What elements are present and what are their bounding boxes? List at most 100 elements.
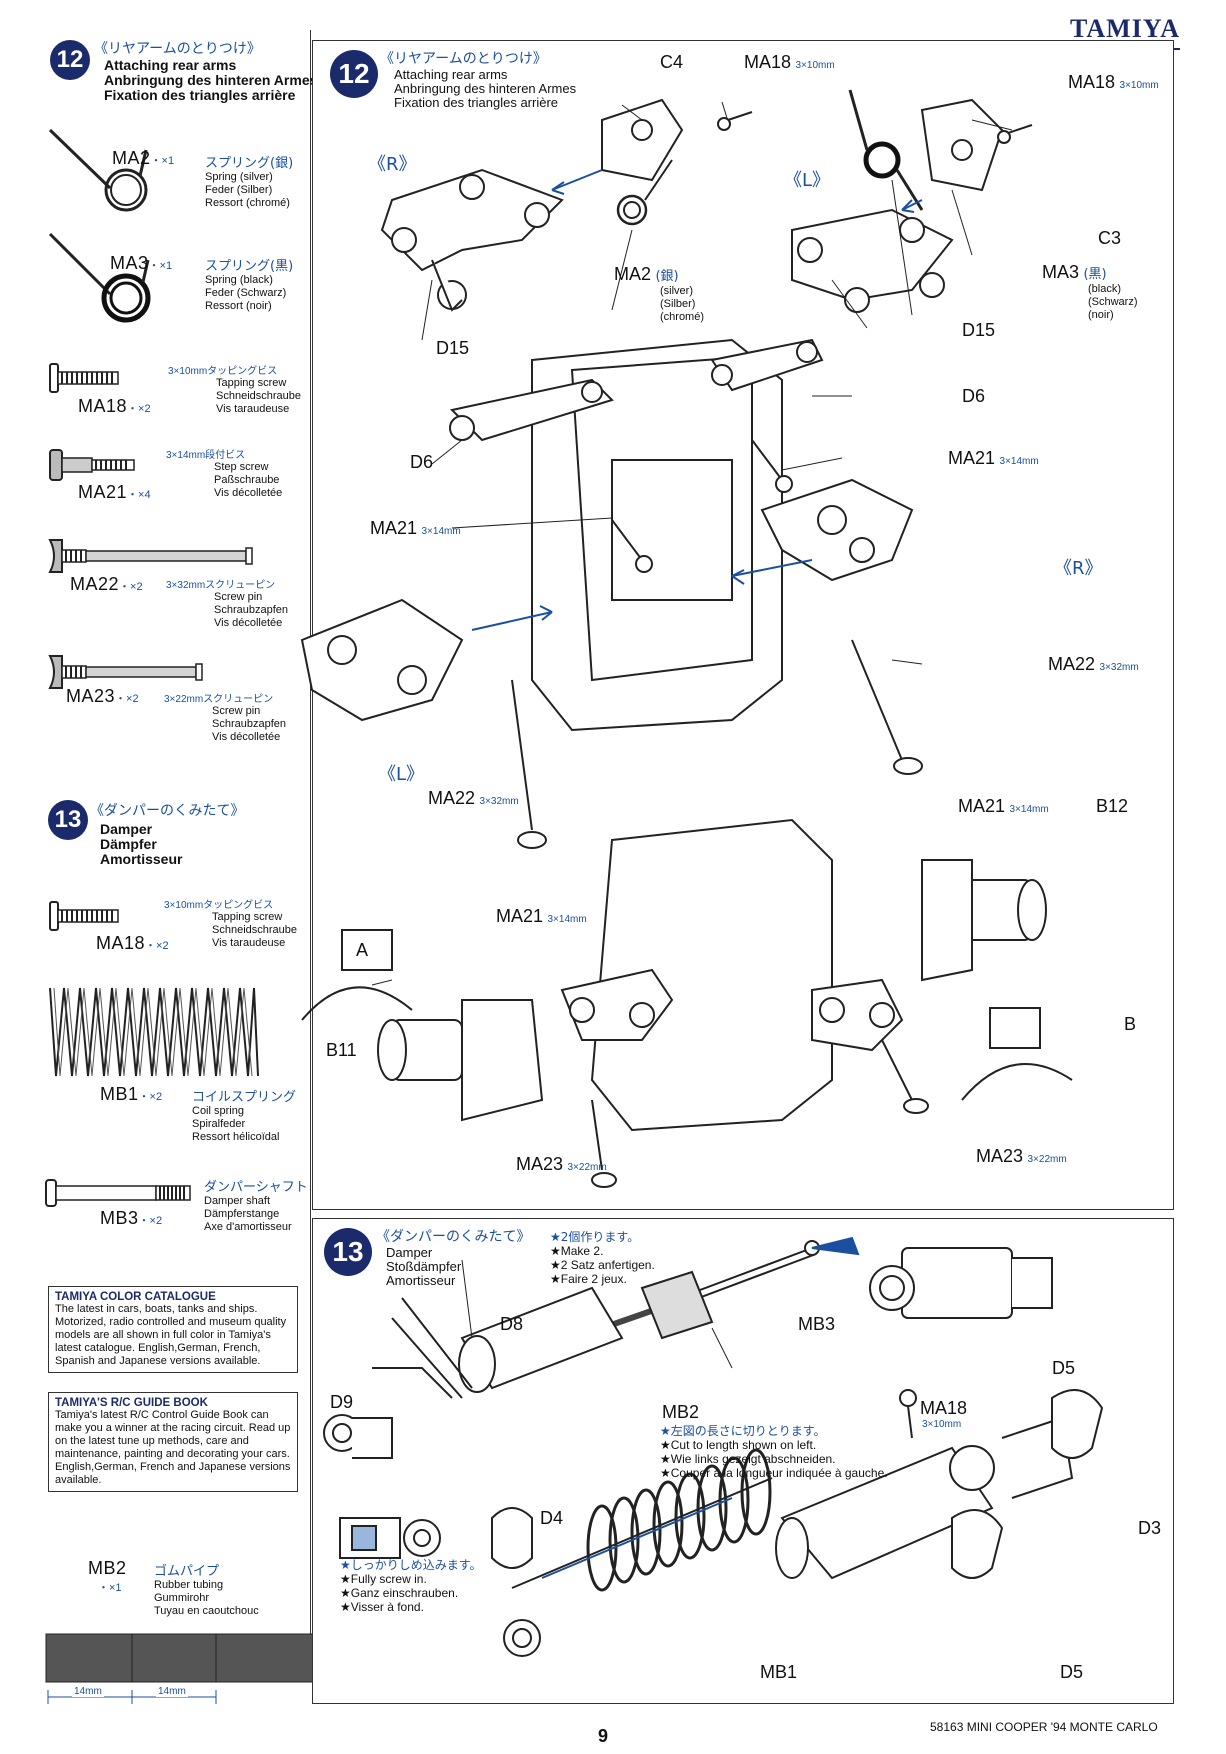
- label-ma22-right: MA22 3×32mm: [1048, 654, 1139, 675]
- make-two-note: ★2個作ります。 ★Make 2. ★2 Satz anfertigen. ★F…: [550, 1230, 655, 1286]
- label-c4: C4: [660, 52, 684, 72]
- note-de: ★2 Satz anfertigen.: [550, 1258, 655, 1272]
- spring-silver-icon: [48, 128, 148, 212]
- part-mb3: MB3・×2: [100, 1208, 162, 1229]
- panel-12-en: Attaching rear arms: [394, 67, 508, 82]
- coil-spring-icon: [49, 987, 259, 1077]
- part-desc-de: Schneidschraube: [212, 924, 298, 936]
- part-jp: ダンパーシャフト: [204, 1180, 308, 1195]
- step-12-number: 12: [50, 40, 90, 80]
- note-de: ★Wie links gezeigt abschneiden.: [660, 1452, 836, 1466]
- note-jp: ★2個作ります。: [550, 1230, 640, 1244]
- part-code: MA18: [78, 396, 128, 416]
- part-desc-fr: (noir): [1088, 309, 1114, 321]
- part-ma2-desc: スプリング(銀) Spring (silver) Feder (Silber) …: [205, 152, 293, 210]
- part-spec: 3×22mm: [1027, 1154, 1067, 1165]
- label-ma18-right: MA18 3×10mm: [1068, 72, 1159, 93]
- panel-12-de: Anbringung des hinteren Armes: [394, 81, 577, 96]
- part-desc-en: Spring (black): [205, 274, 273, 286]
- part-desc-fr: Vis décolletée: [212, 731, 281, 743]
- note-jp: ★しっかりしめ込みます。: [340, 1558, 482, 1572]
- part-jp: 3×10mmタッピングビス: [164, 900, 274, 911]
- part-spec: 3×22mm: [567, 1162, 607, 1173]
- part-desc-en: Rubber tubing: [154, 1579, 224, 1591]
- part-code: MA22: [1048, 654, 1096, 674]
- label-d5-bottom: D5: [1060, 1662, 1084, 1682]
- label-b11: B11: [326, 1040, 357, 1060]
- note-en: ★Fully screw in.: [340, 1572, 427, 1586]
- part-desc-de: (Silber): [660, 298, 696, 310]
- label-c3: C3: [1098, 228, 1122, 248]
- part-mb3-desc: ダンパーシャフト Damper shaft Dämpferstange Axe …: [204, 1176, 308, 1234]
- rear-arm-assembly-drawing: [300, 89, 1073, 1188]
- guidebook-body: Tamiya's latest R/C Control Guide Book c…: [55, 1409, 291, 1486]
- part-code: MA21: [958, 796, 1006, 816]
- part-desc-fr: Axe d'amortisseur: [204, 1221, 292, 1233]
- part-jp: 3×32mmスクリューピン: [166, 580, 276, 591]
- label-ma18-top: MA18 3×10mm: [744, 52, 835, 73]
- part-desc-en: Screw pin: [214, 591, 263, 603]
- tapping-screw-icon: [49, 901, 119, 931]
- part-code: MB1: [100, 1084, 139, 1104]
- label-ma3: MA3 (黒) (black) (Schwarz) (noir): [1042, 262, 1138, 322]
- panel-13-number: 13: [324, 1228, 372, 1276]
- part-jp: コイルスプリング: [192, 1090, 297, 1105]
- label-side-l-top: 《L》: [784, 170, 831, 191]
- guidebook-box: TAMIYA'S R/C GUIDE BOOK Tamiya's latest …: [48, 1392, 298, 1492]
- part-desc-fr: Ressort hélicoïdal: [192, 1131, 280, 1143]
- part-code: MA23: [66, 686, 116, 706]
- label-b12: B12: [1096, 796, 1129, 816]
- part-code: MA18: [96, 933, 146, 953]
- part-code: MA18: [920, 1398, 968, 1418]
- part-code: MA18: [1068, 72, 1116, 92]
- screw-pin-short-icon: [48, 655, 203, 689]
- part-desc-de: Paßschraube: [214, 474, 280, 486]
- part-desc-fr: Vis décolletée: [214, 487, 283, 499]
- guidebook-title: TAMIYA'S R/C GUIDE BOOK: [55, 1397, 208, 1409]
- part-code: MA2: [112, 148, 151, 168]
- label-d4: D4: [540, 1508, 564, 1528]
- panel-12-fr: Fixation des triangles arrière: [394, 95, 559, 110]
- part-desc-fr: Vis taraudeuse: [212, 937, 286, 949]
- label-side-r-top: 《R》: [368, 154, 417, 175]
- label-b: B: [1124, 1014, 1137, 1034]
- cut-length-note: ★左図の長さに切りとります。 ★Cut to length shown on l…: [660, 1424, 888, 1480]
- step-13-jp-title: 《ダンパーのくみたて》: [90, 803, 245, 819]
- panel-13-titles: Damper Stoßdämpfer Amortisseur: [386, 1246, 461, 1288]
- label-ma21-lower-left: MA21 3×14mm: [496, 906, 587, 927]
- part-desc-de: Feder (Silber): [205, 184, 273, 196]
- damper-shaft-icon: [45, 1179, 191, 1207]
- part-desc-fr: Ressort (chromé): [205, 197, 290, 209]
- panel-13-jp-title: 《ダンパーのくみたて》: [376, 1229, 531, 1245]
- page-number: 9: [598, 1726, 609, 1746]
- note-fr: ★Visser à fond.: [340, 1600, 424, 1614]
- part-qty: ・×2: [138, 1091, 163, 1103]
- part-mb1: MB1・×2: [100, 1084, 162, 1105]
- part-code: MA22: [428, 788, 476, 808]
- label-mb2: MB2: [662, 1402, 700, 1422]
- label-a: A: [356, 940, 369, 960]
- part-jp: (黒): [1083, 267, 1107, 282]
- part-qty: ・×2: [115, 693, 139, 705]
- part-desc-en: Coil spring: [192, 1105, 244, 1117]
- spring-black-icon: [48, 232, 151, 323]
- step-13-en: Damper: [100, 821, 153, 837]
- part-jp: スプリング(黒): [205, 259, 294, 274]
- label-mb3: MB3: [798, 1314, 836, 1334]
- part-qty: ・×4: [127, 489, 151, 501]
- note-en: ★Cut to length shown on left.: [660, 1438, 817, 1452]
- step-13-titles: Damper Dämpfer Amortisseur: [100, 822, 182, 867]
- part-ma21-desc: 3×14mm段付ビス Step screw Paßschraube Vis dé…: [166, 446, 282, 500]
- step-12-jp-title: 《リヤアームのとりつけ》: [94, 41, 261, 57]
- part-desc-de: Schraubzapfen: [214, 604, 288, 616]
- part-desc-en: Spring (silver): [205, 171, 273, 183]
- label-ma23-left: MA23 3×22mm: [516, 1154, 607, 1175]
- label-d15-right: D15: [962, 320, 996, 340]
- note-de: ★Ganz einschrauben.: [340, 1586, 459, 1600]
- part-spec: 3×32mm: [479, 796, 519, 807]
- label-ma21-left: MA21 3×14mm: [370, 518, 461, 539]
- column-divider: [310, 30, 311, 1660]
- part-qty: ・×2: [145, 940, 169, 952]
- part-code: MB3: [100, 1208, 139, 1228]
- part-mb2-desc: ゴムパイプ Rubber tubing Gummirohr Tuyau en c…: [154, 1560, 259, 1618]
